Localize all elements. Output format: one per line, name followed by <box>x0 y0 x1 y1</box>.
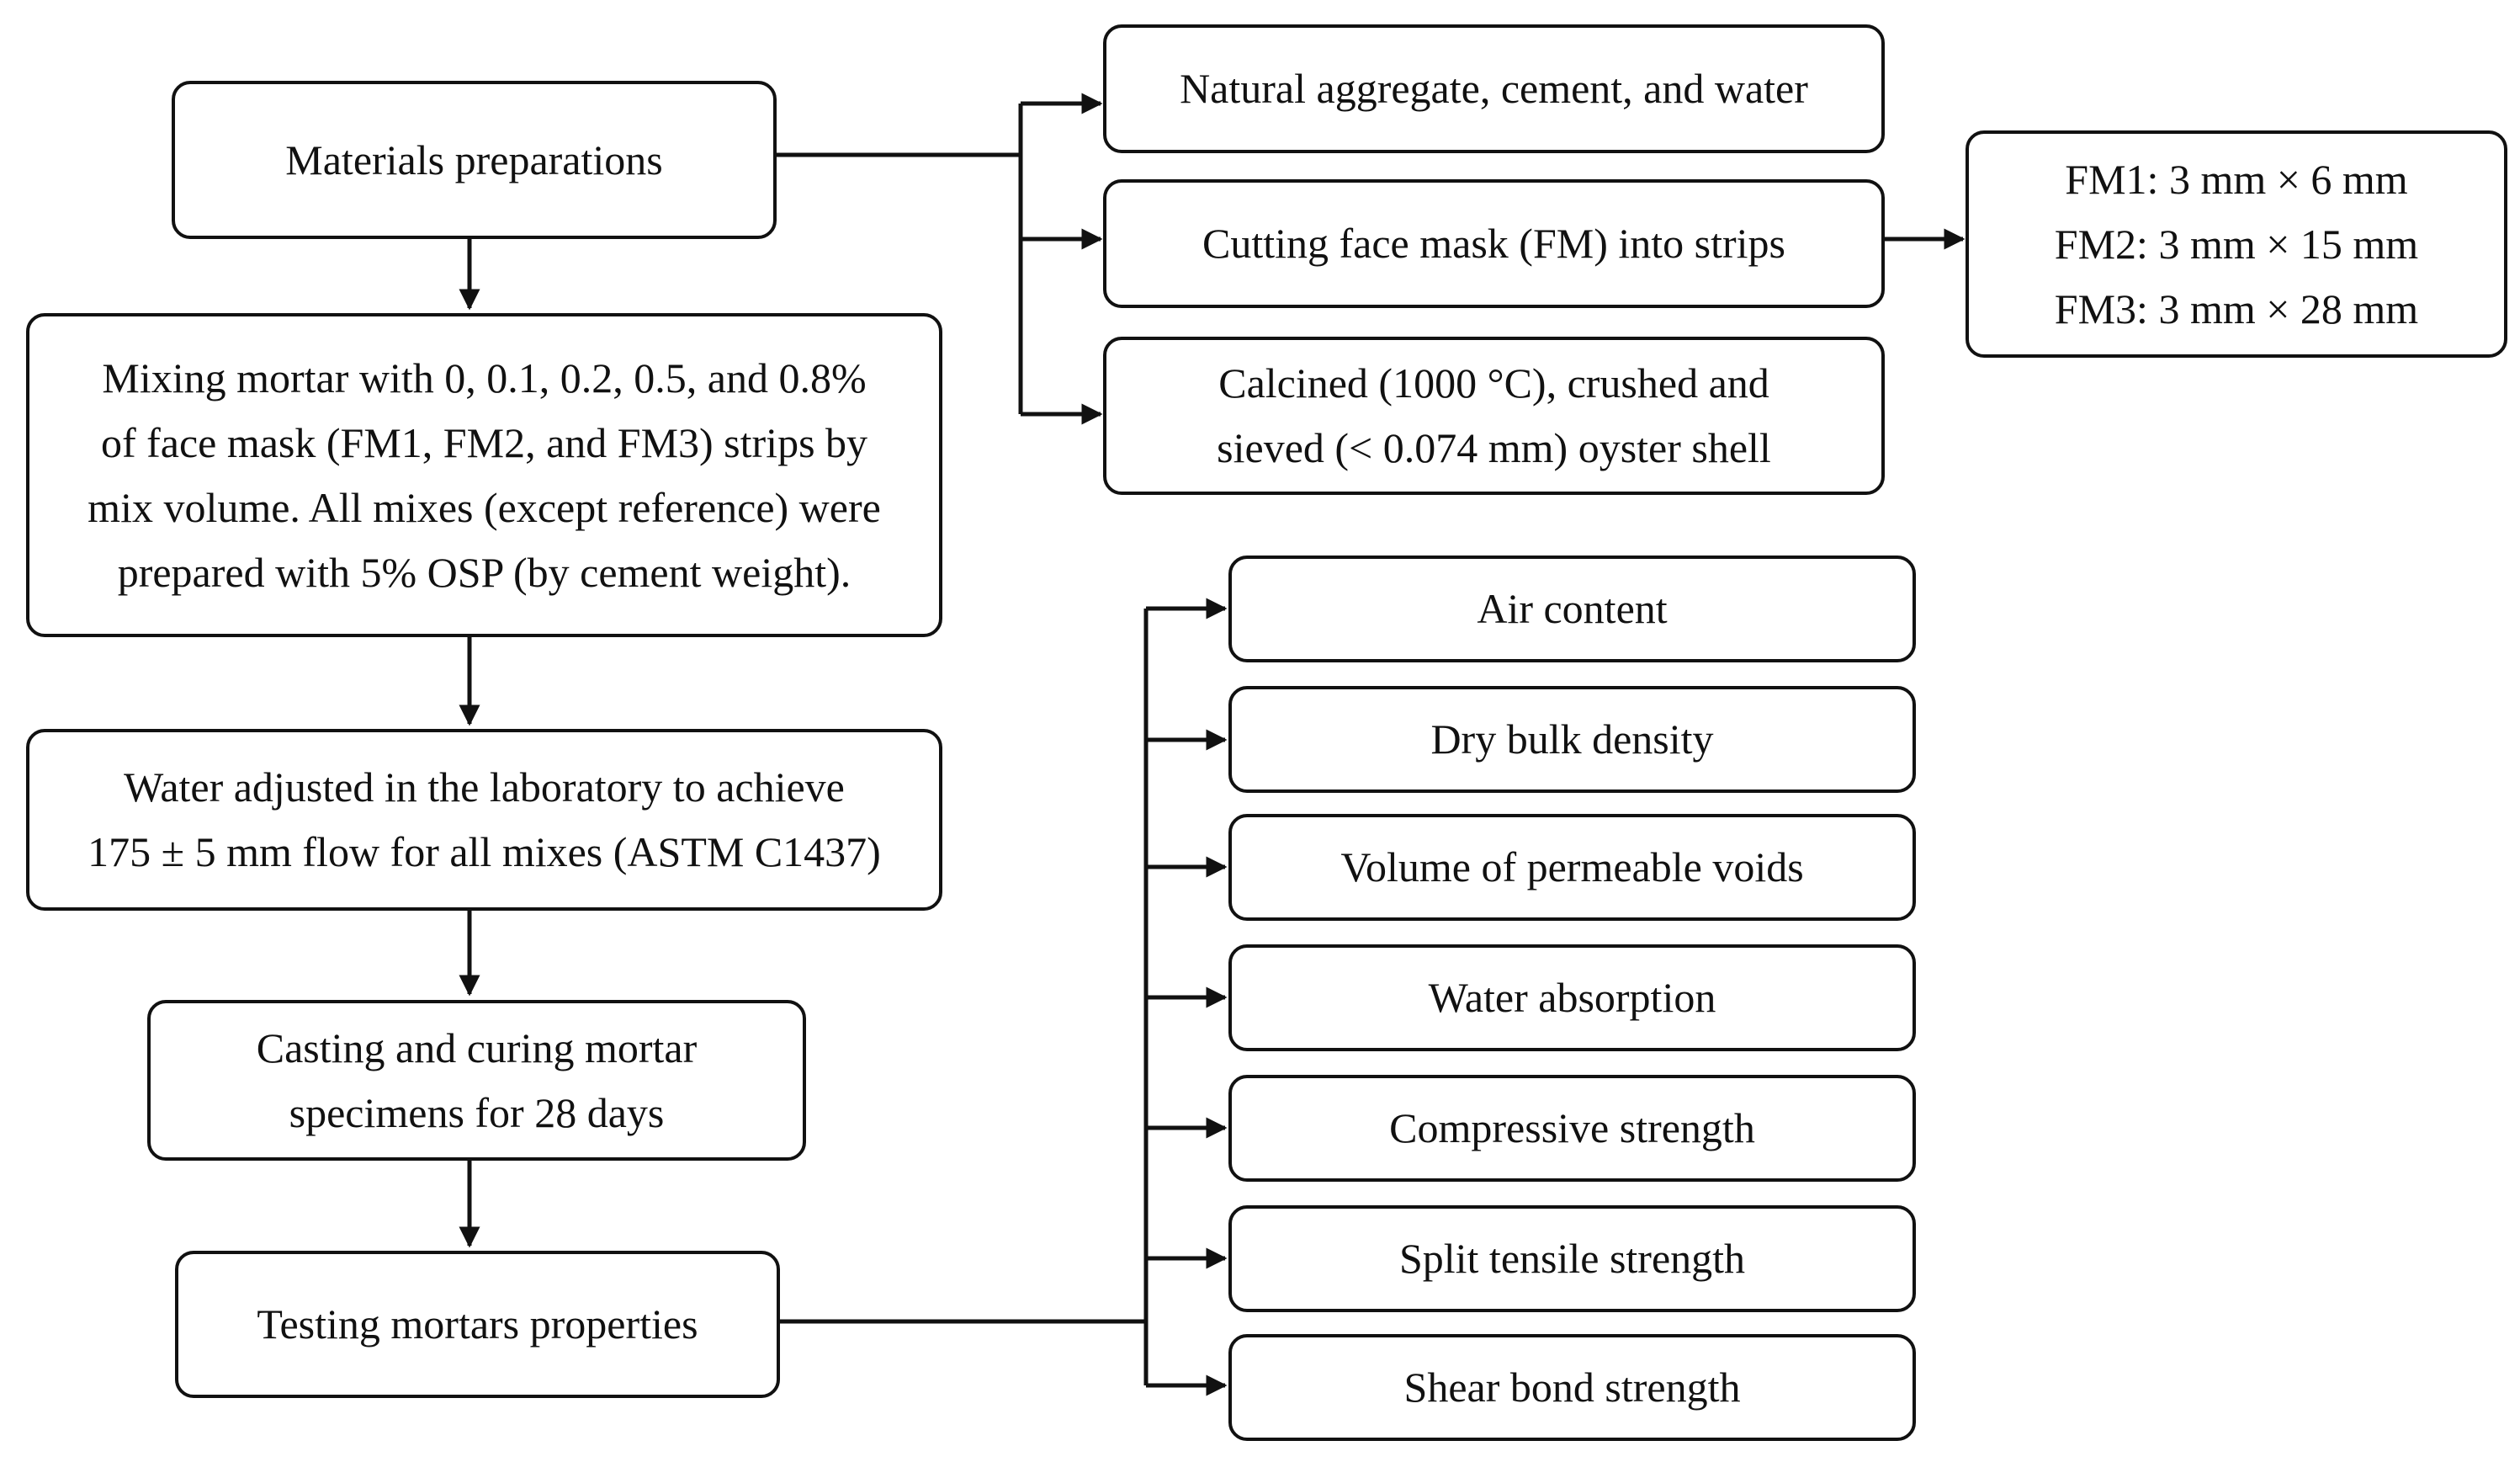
property-compressive-strength: Compressive strength <box>1228 1075 1916 1182</box>
mixing-line-4: prepared with 5% OSP (by cement weight). <box>117 548 851 596</box>
fm1-size: FM1: 3 mm × 6 mm <box>2065 155 2408 203</box>
casting-line-1: Casting and curing mortar <box>256 1023 698 1071</box>
materials-preparations-box: Materials preparations <box>172 81 777 239</box>
property-air-content: Air content <box>1228 556 1916 662</box>
property-label: Volume of permeable voids <box>1340 843 1804 890</box>
testing-mortars-box: Testing mortars properties <box>175 1251 780 1398</box>
property-water-absorption: Water absorption <box>1228 944 1916 1051</box>
property-label: Water absorption <box>1428 974 1716 1021</box>
fm2-size: FM2: 3 mm × 15 mm <box>2054 220 2419 268</box>
property-label: Dry bulk density <box>1430 715 1714 763</box>
fm-sizes-box: FM1: 3 mm × 6 mm FM2: 3 mm × 15 mm FM3: … <box>1966 130 2507 358</box>
property-permeable-voids: Volume of permeable voids <box>1228 814 1916 921</box>
water-line-1: Water adjusted in the laboratory to achi… <box>124 763 845 811</box>
mixing-mortar-box: Mixing mortar with 0, 0.1, 0.2, 0.5, and… <box>26 313 942 637</box>
water-line-2: 175 ± 5 mm flow for all mixes (ASTM C143… <box>88 828 881 875</box>
mixing-line-1: Mixing mortar with 0, 0.1, 0.2, 0.5, and… <box>102 354 867 401</box>
testing-text: Testing mortars properties <box>257 1300 698 1348</box>
casting-curing-box: Casting and curing mortar specimens for … <box>147 1000 806 1161</box>
property-label: Compressive strength <box>1389 1104 1755 1151</box>
cutting-face-mask-text: Cutting face mask (FM) into strips <box>1202 220 1785 267</box>
calcined-oyster-shell-box: Calcined (1000 °C), crushed and sieved (… <box>1103 337 1885 495</box>
casting-line-2: specimens for 28 days <box>289 1088 665 1136</box>
fm3-size: FM3: 3 mm × 28 mm <box>2054 284 2419 332</box>
property-split-tensile-strength: Split tensile strength <box>1228 1205 1916 1312</box>
mixing-line-2: of face mask (FM1, FM2, and FM3) strips … <box>100 418 868 466</box>
cutting-face-mask-box: Cutting face mask (FM) into strips <box>1103 179 1885 308</box>
property-dry-bulk-density: Dry bulk density <box>1228 686 1916 793</box>
mixing-line-3: mix volume. All mixes (except reference)… <box>88 483 881 531</box>
calcined-line-2: sieved (< 0.074 mm) oyster shell <box>1217 424 1771 471</box>
natural-aggregate-text: Natural aggregate, cement, and water <box>1180 65 1808 112</box>
calcined-line-1: Calcined (1000 °C), crushed and <box>1218 359 1769 407</box>
property-label: Air content <box>1477 585 1668 632</box>
materials-preparations-text: Materials preparations <box>285 136 663 183</box>
natural-aggregate-box: Natural aggregate, cement, and water <box>1103 24 1885 153</box>
property-shear-bond-strength: Shear bond strength <box>1228 1334 1916 1441</box>
property-label: Shear bond strength <box>1403 1364 1741 1411</box>
property-label: Split tensile strength <box>1398 1235 1746 1282</box>
water-adjusted-box: Water adjusted in the laboratory to achi… <box>26 729 942 911</box>
